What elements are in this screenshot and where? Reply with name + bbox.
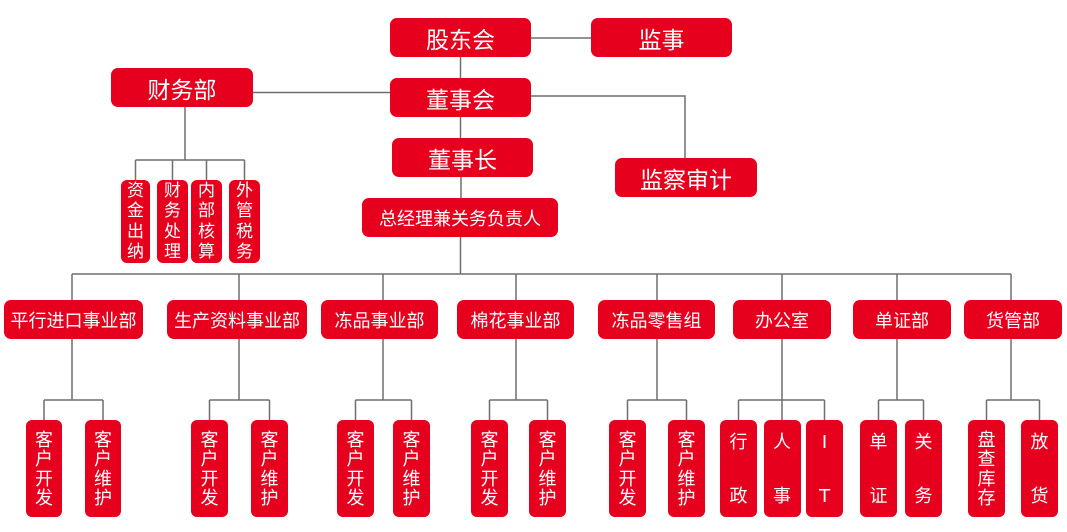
client-maintenance-box: 客户维护 <box>668 420 705 517</box>
financial-processing-label: 财务处理 <box>164 180 181 263</box>
cargo-management-department-box: 货管部 <box>964 300 1062 339</box>
it-box: IT <box>806 420 843 517</box>
cargo-release-label: 放货 <box>1030 431 1049 507</box>
forex-tax-label: 外管税务 <box>236 180 253 263</box>
documentation-units-connector <box>877 339 925 420</box>
human-resources-label: 人事 <box>773 431 791 507</box>
client-development-label: 客户开发 <box>618 429 637 509</box>
client-maintenance-box: 客户维护 <box>393 420 430 517</box>
production-materials-division-label: 生产资料事业部 <box>174 310 300 332</box>
production-materials-units-connector <box>208 339 271 420</box>
production-materials-division-box: 生产资料事业部 <box>167 300 307 339</box>
cargo-release-box: 放货 <box>1021 420 1058 517</box>
documentation-department-label: 单证部 <box>875 310 929 332</box>
general-manager-label: 总经理兼关务负责人 <box>379 208 541 230</box>
general-manager-departments-connector <box>71 237 1012 300</box>
cashier-box: 资金出纳 <box>121 180 150 263</box>
office-label: 办公室 <box>755 310 809 332</box>
it-label: IT <box>819 431 831 507</box>
cotton-division-box: 棉花事业部 <box>457 300 574 339</box>
client-development-label: 客户开发 <box>35 429 53 509</box>
chairman-label: 董事长 <box>428 147 497 174</box>
cargo-management-department-label: 货管部 <box>986 310 1040 332</box>
finance-units-connector <box>134 107 246 180</box>
client-maintenance-label: 客户维护 <box>94 429 112 509</box>
client-development-box: 客户开发 <box>26 420 62 517</box>
inventory-check-label: 盘查库存 <box>977 429 996 509</box>
client-development-label: 客户开发 <box>200 429 219 509</box>
supervision-audit-label: 监察审计 <box>640 167 732 194</box>
cotton-division-label: 棉花事业部 <box>470 310 561 332</box>
frozen-goods-division-box: 冻品事业部 <box>321 300 438 339</box>
frozen-goods-retail-group-box: 冻品零售组 <box>598 300 715 339</box>
client-development-box: 客户开发 <box>471 420 508 517</box>
cashier-label: 资金出纳 <box>127 180 144 263</box>
frozen-goods-units-connector <box>354 339 413 420</box>
shareholders-meeting-label: 股东会 <box>426 27 495 54</box>
chairman-box: 董事长 <box>392 138 533 177</box>
general-manager-box: 总经理兼关务负责人 <box>362 198 558 237</box>
board-of-directors-label: 董事会 <box>426 87 495 114</box>
client-development-box: 客户开发 <box>337 420 374 517</box>
client-development-label: 客户开发 <box>346 429 365 509</box>
board-audit-connector <box>531 95 686 158</box>
client-maintenance-box: 客户维护 <box>251 420 288 517</box>
supervisor-label: 监事 <box>638 27 685 54</box>
financial-processing-box: 财务处理 <box>157 180 188 263</box>
client-development-box: 客户开发 <box>191 420 228 517</box>
customs-affairs-box: 关务 <box>905 420 942 517</box>
office-units-connector <box>737 339 826 420</box>
documentation-box: 单证 <box>860 420 897 517</box>
client-maintenance-label: 客户维护 <box>677 429 696 509</box>
supervisor-box: 监事 <box>591 18 732 57</box>
finance-department-box: 财务部 <box>111 68 253 107</box>
supervision-audit-box: 监察审计 <box>615 158 757 197</box>
client-maintenance-label: 客户维护 <box>260 429 279 509</box>
frozen-goods-retail-group-label: 冻品零售组 <box>611 310 702 332</box>
administration-label: 行政 <box>729 431 748 507</box>
finance-department-label: 财务部 <box>147 77 217 104</box>
forex-tax-box: 外管税务 <box>229 180 260 263</box>
client-maintenance-box: 客户维护 <box>529 420 566 517</box>
board-of-directors-box: 董事会 <box>390 78 531 117</box>
internal-accounting-label: 内部核算 <box>198 180 215 263</box>
parallel-import-units-connector <box>43 339 104 420</box>
parallel-import-division-label: 平行进口事业部 <box>10 310 137 332</box>
internal-accounting-box: 内部核算 <box>191 180 222 263</box>
frozen-goods-division-label: 冻品事业部 <box>334 310 425 332</box>
frozen-retail-units-connector <box>626 339 688 420</box>
client-maintenance-label: 客户维护 <box>402 429 421 509</box>
cargo-management-units-connector <box>985 339 1041 420</box>
client-maintenance-box: 客户维护 <box>85 420 121 517</box>
customs-affairs-label: 关务 <box>914 431 933 507</box>
client-maintenance-label: 客户维护 <box>538 429 557 509</box>
administration-box: 行政 <box>720 420 757 517</box>
client-development-label: 客户开发 <box>480 429 499 509</box>
documentation-label: 单证 <box>869 431 888 507</box>
inventory-check-box: 盘查库存 <box>968 420 1005 517</box>
human-resources-box: 人事 <box>763 420 801 517</box>
documentation-department-box: 单证部 <box>853 300 951 339</box>
cotton-units-connector <box>488 339 549 420</box>
shareholders-meeting-box: 股东会 <box>390 18 531 57</box>
parallel-import-division-box: 平行进口事业部 <box>4 300 143 339</box>
client-development-box: 客户开发 <box>609 420 646 517</box>
office-box: 办公室 <box>733 300 831 339</box>
